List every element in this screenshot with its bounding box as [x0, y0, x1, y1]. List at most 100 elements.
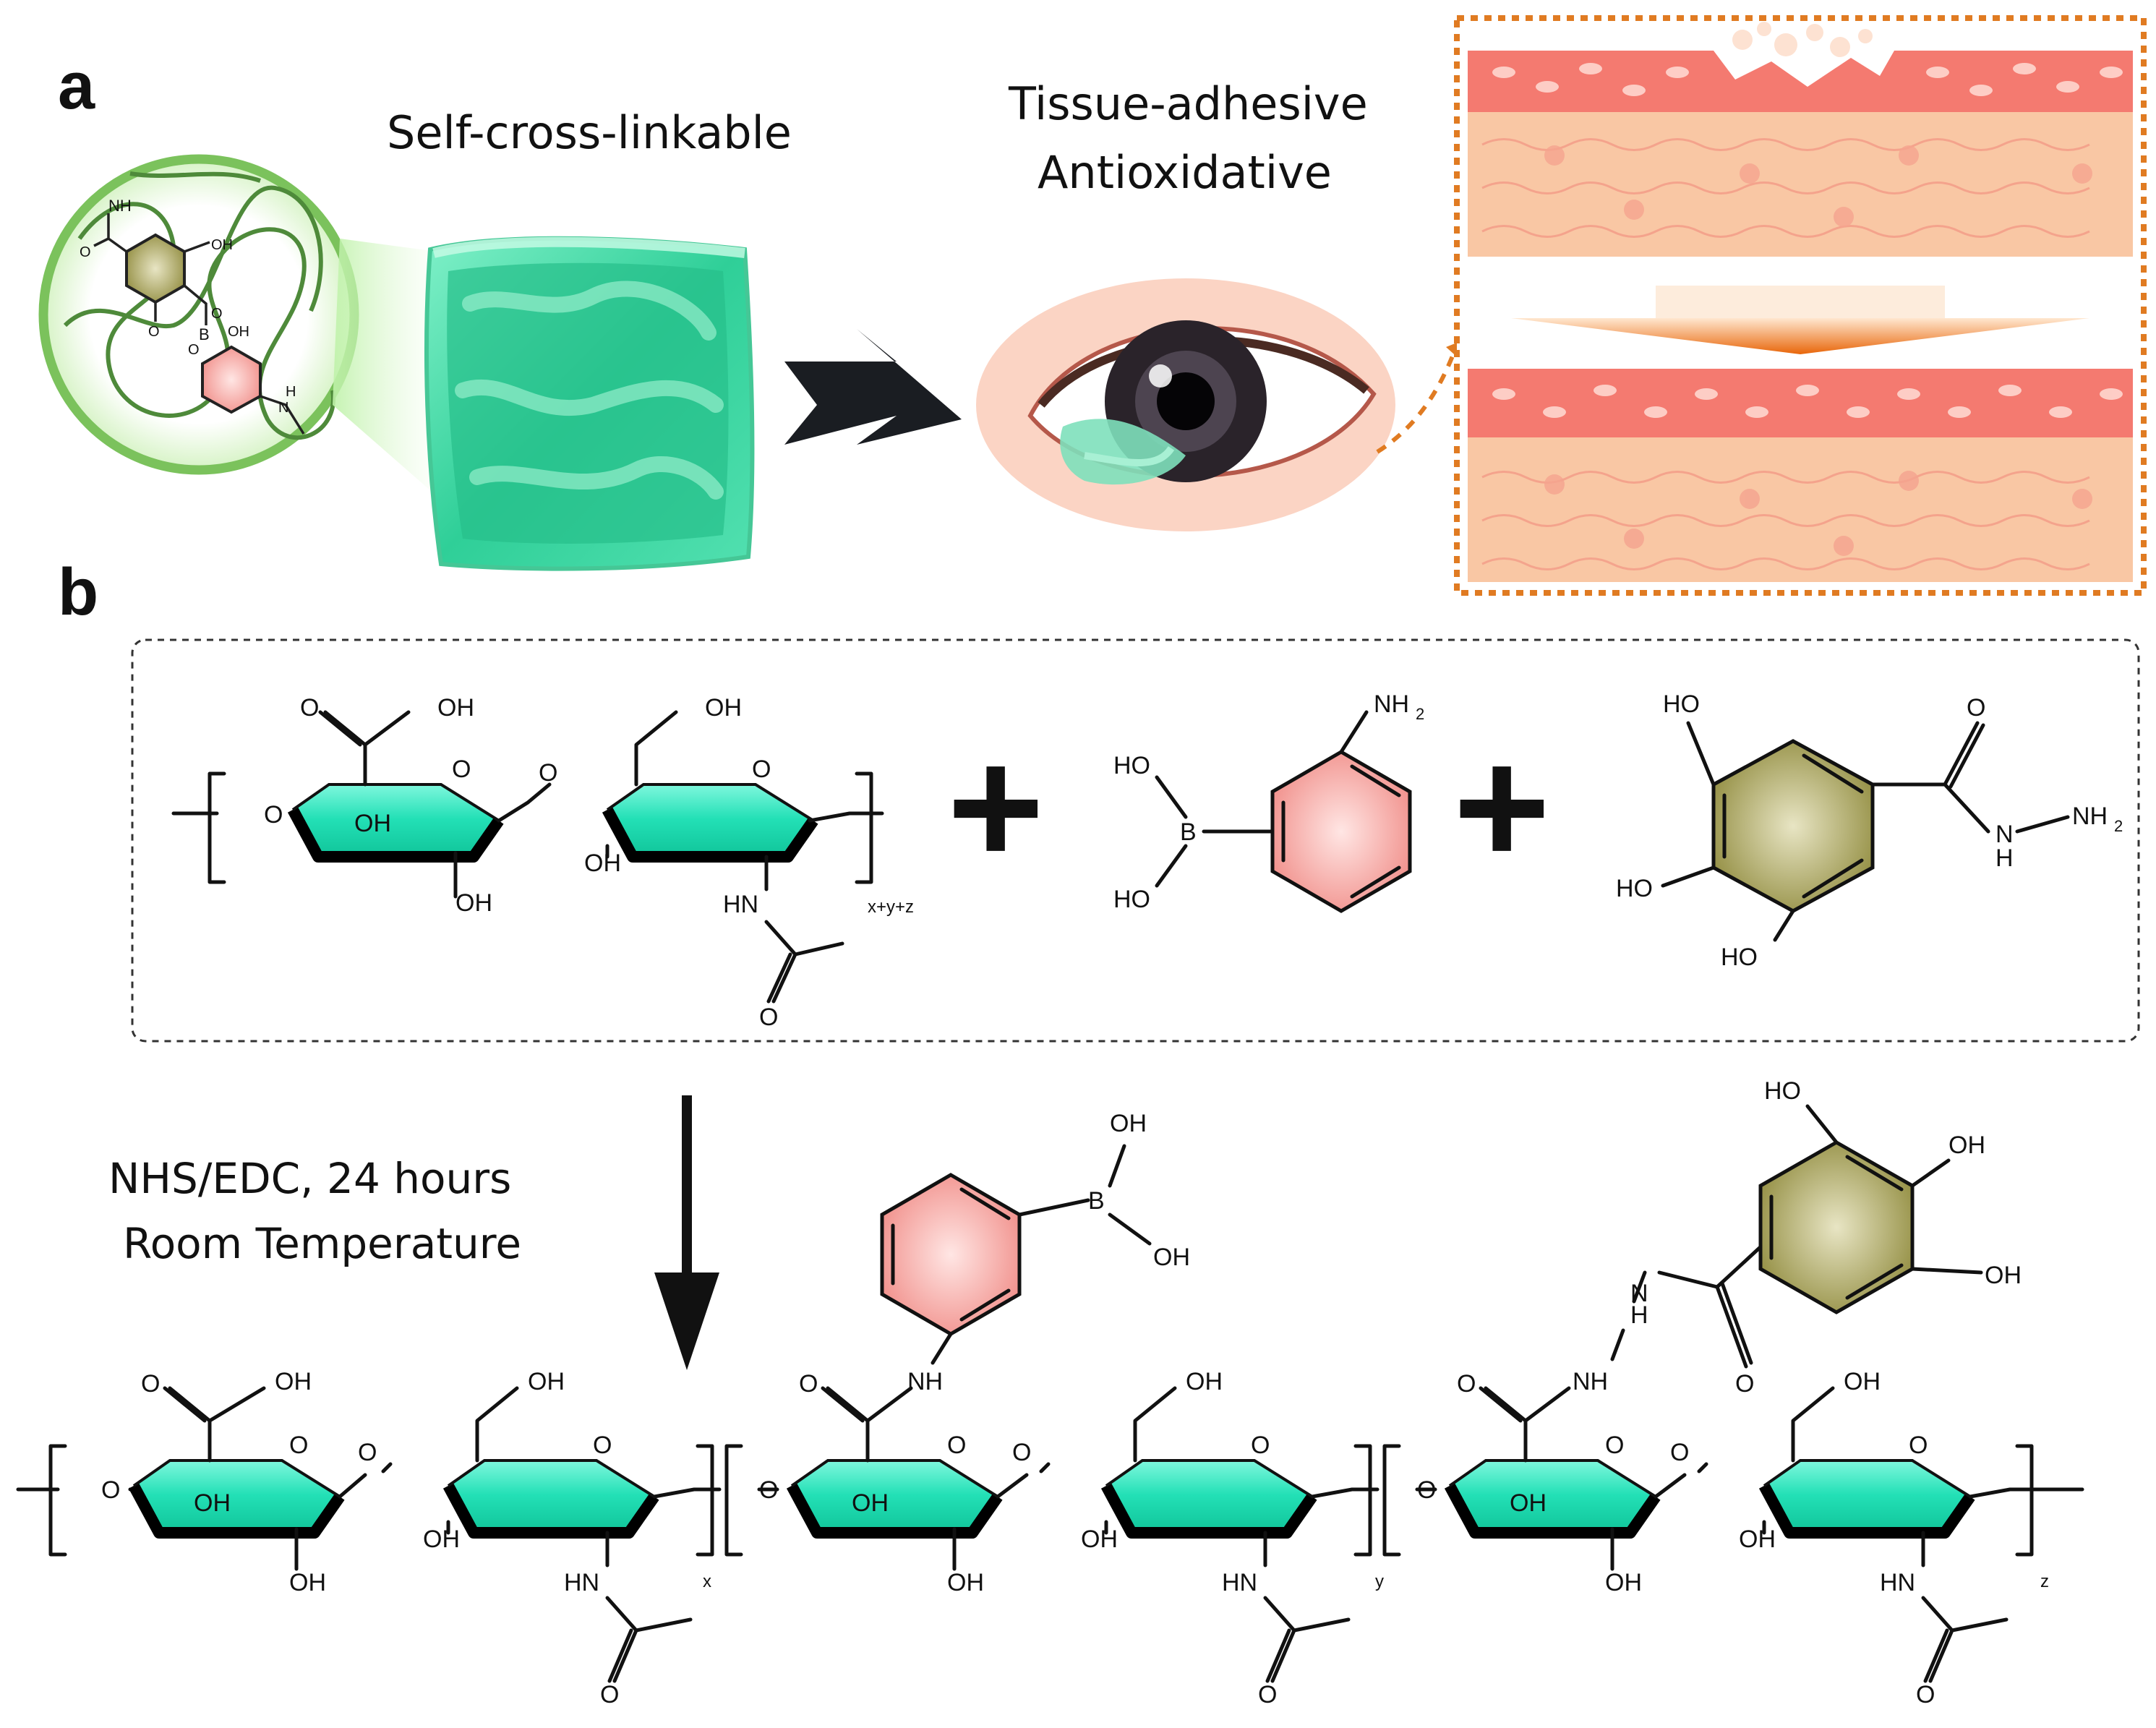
svg-text:O: O: [1251, 1432, 1270, 1459]
reaction-arrow: [654, 1095, 719, 1370]
svg-text:OH: OH: [354, 810, 391, 837]
aminophenylboronic-acid-reactant: NH 2 B HO HO: [1113, 690, 1424, 913]
svg-text:O: O: [759, 1004, 778, 1031]
svg-text:HN: HN: [723, 891, 758, 918]
svg-text:O: O: [211, 306, 223, 322]
svg-text:OH: OH: [1186, 1368, 1223, 1395]
svg-text:O: O: [188, 342, 200, 358]
svg-text:y: y: [1375, 1572, 1384, 1591]
panel-a-label: a: [58, 49, 95, 123]
plus-sign-1: +: [947, 714, 1044, 899]
healed-epithelium: [1468, 369, 2133, 437]
gallol-ring: [1711, 739, 1875, 913]
chevron-arrow-icon: [784, 329, 962, 445]
svg-text:OH: OH: [584, 850, 621, 877]
svg-text:O: O: [80, 244, 91, 260]
svg-text:OH: OH: [1739, 1526, 1776, 1553]
svg-text:O: O: [799, 1370, 818, 1398]
svg-text:O: O: [1012, 1439, 1031, 1466]
svg-text:O: O: [1417, 1476, 1436, 1504]
product-polymer: O OH O O OH OH O OH O OH HN O x O NH O O…: [16, 1077, 2084, 1708]
svg-text:NH: NH: [1374, 690, 1409, 718]
svg-text:HO: HO: [1721, 944, 1758, 971]
svg-text:OH: OH: [1844, 1368, 1881, 1395]
svg-text:OH: OH: [1510, 1489, 1547, 1517]
svg-text:N: N: [1630, 1280, 1648, 1307]
reaction-conditions-line1: NHS/EDC, 24 hours: [108, 1154, 511, 1203]
svg-text:OH: OH: [1153, 1244, 1190, 1271]
zoom-dashed-arrow: [1376, 353, 1455, 454]
svg-text:OH: OH: [705, 694, 742, 722]
svg-text:OH: OH: [1985, 1262, 2022, 1289]
svg-text:OH: OH: [228, 324, 249, 340]
svg-text:HO: HO: [1113, 752, 1150, 779]
inset-phenyl-ring: [201, 345, 262, 414]
phenyl-ring: [1270, 750, 1412, 913]
svg-text:O: O: [752, 756, 771, 783]
svg-text:H: H: [1630, 1301, 1648, 1329]
svg-text:O: O: [1735, 1370, 1754, 1398]
antioxidative-caption: Antioxidative: [1038, 146, 1332, 199]
svg-text:NH: NH: [1573, 1368, 1608, 1395]
svg-text:OH: OH: [423, 1526, 460, 1553]
svg-text:O: O: [1670, 1439, 1689, 1466]
tissue-adhesive-caption: Tissue-adhesive: [1008, 77, 1368, 130]
healing-arrow: [1511, 318, 2089, 354]
svg-text:O: O: [264, 801, 283, 829]
svg-text:O: O: [593, 1432, 612, 1459]
svg-text:OH: OH: [1110, 1110, 1147, 1137]
svg-text:OH: OH: [1605, 1569, 1642, 1596]
eye-icon: [976, 278, 1395, 531]
hydrogel-cube-icon: [424, 236, 755, 571]
svg-text:B: B: [199, 325, 210, 343]
svg-text:x+y+z: x+y+z: [868, 897, 914, 917]
svg-text:z: z: [2040, 1572, 2049, 1591]
product-gallol-ring: [1758, 1140, 1915, 1314]
panel-b-label: b: [58, 555, 98, 629]
svg-text:NH: NH: [108, 197, 132, 215]
svg-text:N: N: [278, 400, 288, 416]
svg-text:O: O: [289, 1432, 308, 1459]
svg-text:OH: OH: [289, 1569, 326, 1596]
svg-text:OH: OH: [194, 1489, 231, 1517]
svg-text:O: O: [759, 1476, 778, 1504]
svg-text:O: O: [148, 324, 160, 340]
svg-text:OH: OH: [455, 889, 492, 917]
inset-gallol-ring: [125, 233, 186, 304]
polymer-network-inset: NH O OH O O B OH O H N: [38, 154, 359, 475]
svg-text:O: O: [358, 1439, 377, 1466]
svg-text:HO: HO: [1663, 690, 1700, 718]
reaction-conditions-line2: Room Temperature: [123, 1219, 521, 1268]
svg-text:OH: OH: [947, 1569, 984, 1596]
svg-text:O: O: [539, 759, 557, 787]
self-cross-linkable-caption: Self-cross-linkable: [387, 106, 792, 159]
svg-text:O: O: [300, 694, 319, 722]
svg-text:B: B: [1180, 818, 1197, 846]
tissue-healing-panel: [1454, 15, 2147, 596]
svg-text:O: O: [1916, 1681, 1935, 1708]
product-phenyl-ring: [880, 1173, 1022, 1336]
svg-text:OH: OH: [211, 237, 233, 253]
svg-text:O: O: [452, 756, 471, 783]
zoom-beam: [333, 239, 448, 506]
svg-text:O: O: [1605, 1432, 1624, 1459]
svg-text:O: O: [141, 1370, 160, 1398]
svg-text:O: O: [1457, 1370, 1476, 1398]
svg-text:NH: NH: [907, 1368, 943, 1395]
plus-sign-2: +: [1453, 714, 1550, 899]
hyaluronic-acid-reactant: O OH O O O OH OH OH O OH HN O x+y+z: [171, 694, 914, 1031]
svg-text:HO: HO: [1616, 875, 1653, 902]
svg-text:2: 2: [1416, 705, 1424, 723]
svg-text:OH: OH: [275, 1368, 312, 1395]
svg-text:OH: OH: [852, 1489, 889, 1517]
svg-text:HO: HO: [1764, 1077, 1801, 1105]
svg-text:O: O: [1967, 694, 1985, 722]
svg-text:O: O: [1909, 1432, 1928, 1459]
svg-text:OH: OH: [528, 1368, 565, 1395]
svg-text:OH: OH: [1081, 1526, 1118, 1553]
svg-text:HN: HN: [564, 1569, 599, 1596]
svg-text:2: 2: [2114, 817, 2123, 835]
svg-text:H: H: [286, 384, 296, 400]
svg-text:HO: HO: [1113, 886, 1150, 913]
